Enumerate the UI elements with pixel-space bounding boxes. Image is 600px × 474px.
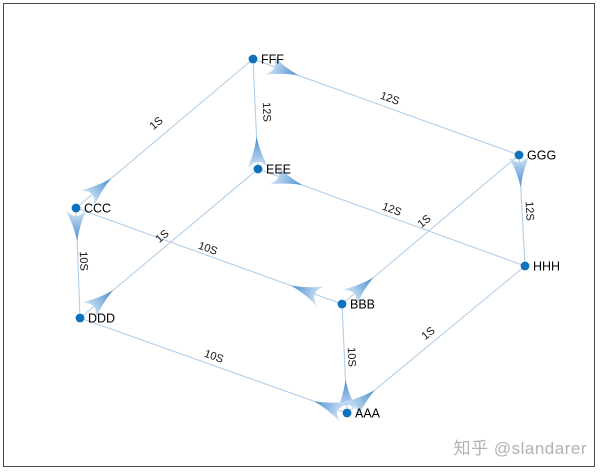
edge-label-BBB-GGG: 1S (416, 213, 434, 231)
node-label-DDD: DDD (88, 311, 115, 325)
arrowhead-icon-GGG-HHH (508, 155, 530, 187)
node-label-HHH: HHH (533, 259, 560, 273)
edge-AAA-HHH (346, 265, 526, 414)
node-label-GGG: GGG (527, 148, 556, 162)
edge-EEE-HHH (257, 168, 526, 267)
edge-label-AAA-BBB: 10S (345, 347, 358, 367)
watermark: 知乎 @slandarer (453, 439, 587, 458)
node-dot-HHH (520, 261, 530, 271)
node-dot-CCC (71, 203, 81, 213)
node-dot-GGG (514, 150, 524, 160)
node-dot-DDD (75, 313, 85, 323)
arrowhead-icon-CCC-DDD (65, 209, 87, 241)
node-label-EEE: EEE (266, 162, 291, 176)
arrowhead-icon-EEE-FFF (247, 137, 269, 169)
arrowhead-icon-AAA-HHH (344, 390, 375, 418)
edge-label-EEE-FFF: 12S (260, 102, 273, 122)
arrowhead-icon-AAA-DDD (314, 401, 347, 422)
arrowhead-icon-EEE-HHH (269, 164, 303, 186)
node-dot-AAA (342, 408, 352, 418)
node-label-CCC: CCC (84, 201, 111, 215)
node-dot-FFF (248, 54, 258, 64)
arrowhead-icon-CCC-FFF (80, 178, 112, 207)
edge-AAA-DDD (79, 317, 348, 414)
arrowhead-icon-BBB-CCC (291, 285, 324, 307)
arrowhead-icon-BBB-GGG (342, 277, 374, 306)
node-dot-EEE (253, 164, 263, 174)
edge-label-CCC-FFF: 1S (148, 115, 166, 133)
edge-label-CCC-DDD: 10S (77, 251, 90, 271)
arrowhead-icon-DDD-EEE (82, 290, 113, 319)
edge-label-EEE-HHH: 12S (380, 201, 403, 219)
node-label-BBB: BBB (350, 297, 375, 311)
edge-label-GGG-HHH: 12S (523, 201, 536, 221)
arrowhead-icon-FFF-GGG (265, 54, 299, 76)
axes-border (3, 3, 595, 467)
edge-label-BBB-CCC: 10S (196, 240, 218, 258)
edge-label-DDD-EEE: 1S (154, 228, 172, 246)
node-dot-BBB (337, 299, 347, 309)
node-label-AAA: AAA (355, 406, 381, 420)
node-label-FFF: FFF (261, 52, 284, 66)
